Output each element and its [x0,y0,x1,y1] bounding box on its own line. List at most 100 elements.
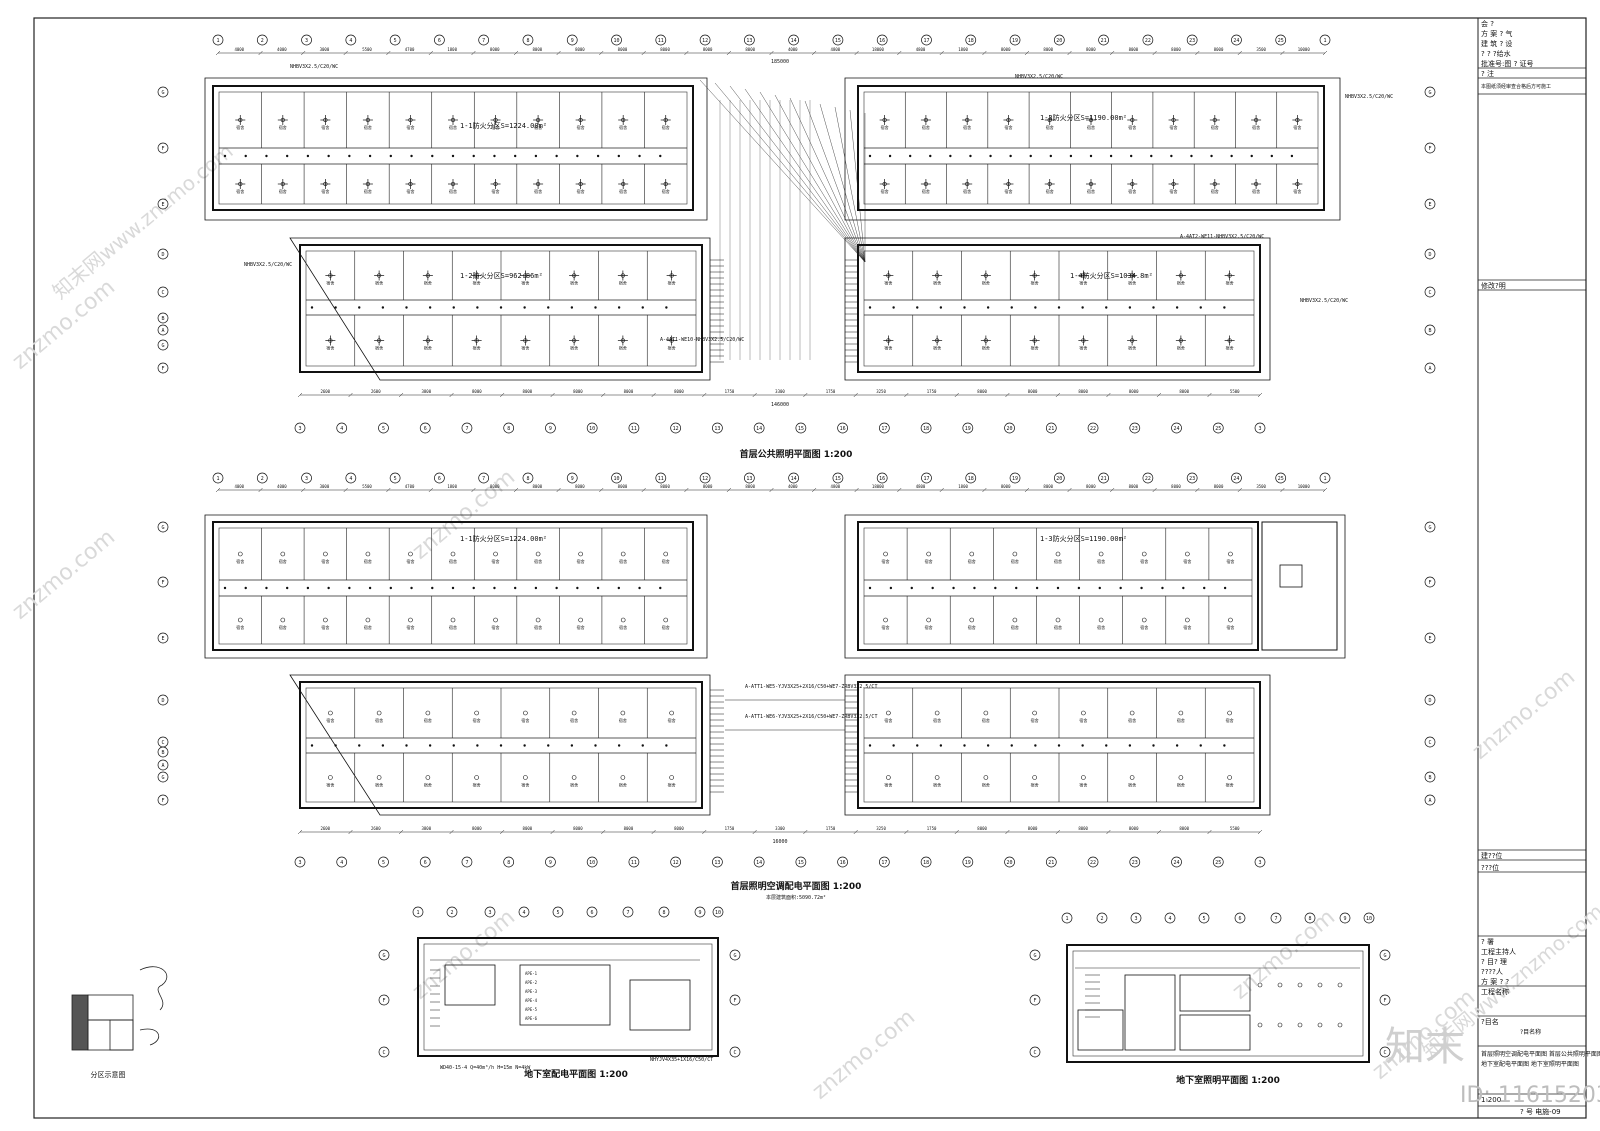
grid-axis-bubble [1061,912,1073,924]
dimension-tick [1106,392,1111,398]
light-fixture [474,273,479,278]
dimension-label: 2600 [371,389,381,394]
corridor-light [1081,306,1084,309]
room-tag: 宿舍 [521,280,529,286]
light-fixture [523,775,528,780]
room-tag: 宿舍 [1031,345,1039,351]
corridor-light [1175,306,1179,309]
dimension-tick [954,392,960,398]
light-fixture [1047,117,1052,123]
dimension-tick [803,392,808,398]
grid-axis-label: 7 [482,476,485,482]
room-tag: 宿舍 [492,124,500,130]
corridor-light [1129,154,1133,158]
dimension-tick [215,50,221,56]
title-block-field: 方 案 ? 气 [1481,29,1512,38]
grid-axis-bubble [622,906,634,918]
corridor-light [617,586,621,590]
equipment-tag: APE-3 [525,989,538,994]
grid-axis-label: 12 [673,426,679,432]
corridor-light [334,744,337,747]
corridor-light [265,154,268,158]
room-tag: 宿舍 [375,280,383,286]
grid-axis-label: D [161,252,164,258]
grid-axis-bubble [753,856,765,868]
dimension-label: 8000 [1171,47,1181,52]
elevator-shaft [1279,564,1303,588]
grid-axis-bubble [1304,912,1316,924]
grid-axis-bubble [294,422,306,434]
room-tag: 宿舍 [922,124,930,130]
dimension-label: 2600 [320,826,330,831]
dimension-label: 8000 [624,826,634,831]
grid-axis-bubble [157,312,169,324]
room-tag: 宿舍 [619,717,627,723]
grid-axis-label: G [161,343,164,349]
dimension-label: 8000 [1001,484,1011,489]
room-tag: 宿舍 [1226,280,1234,286]
dimension-tick [556,487,561,493]
grid-axis-label: 5 [382,426,385,432]
dimension-tick [752,392,757,398]
corridor-light [952,586,955,590]
dimension-tick [1152,50,1157,56]
grid-axis-bubble [1098,34,1109,46]
room-tag: 宿舍 [577,558,585,564]
wiring-run [789,97,866,263]
light-fixture [535,551,541,557]
room-tag: 宿舍 [1183,624,1191,630]
grid-axis-label: 6 [424,860,427,866]
roof-outline [204,514,708,659]
grid-axis-bubble [729,994,741,1006]
room-tag: 宿舍 [1226,624,1234,630]
light-fixture [1012,551,1018,557]
grid-axis-bubble [1379,949,1391,961]
dimension-label: 10000 [1298,484,1311,489]
dimension-label: 8000 [703,47,713,52]
grid-axis-bubble [611,472,622,484]
corridor-light [1098,586,1101,590]
corridor-light [451,586,455,590]
grid-axis-label: 8 [526,476,529,482]
dimension-tick [982,50,987,56]
grid-axis-bubble [965,472,977,484]
corridor-light [472,154,475,158]
room-tag: 宿舍 [982,280,990,286]
grid-axis-label: F [382,998,385,1004]
light-fixture [923,181,929,187]
light-fixture [523,338,528,343]
light-fixture [572,273,577,278]
room-tag: 宿舍 [375,345,383,351]
light-fixture [983,710,989,716]
light-fixture [1227,338,1232,343]
grid-axis-bubble [378,422,389,434]
grid-axis-bubble [1424,771,1436,783]
grid-axis-bubble [962,422,974,434]
room-tag: 宿舍 [1046,124,1054,130]
light-fixture [1081,338,1086,343]
dimension-label: 8000 [745,47,755,52]
plan-title-basement-power: 地下室配电平面图 1:200 [524,1068,628,1080]
dimension-label: 3000 [320,47,330,52]
grid-axis-label: 24 [1174,860,1180,866]
room-tag: 宿舍 [406,624,414,630]
dimension-label: 8000 [1129,826,1139,831]
dimension-tick [769,487,774,493]
dimension-tick [1067,50,1072,56]
grid-axis-label: 3 [1258,860,1261,866]
title-block-field: ?目名称 [1520,1028,1541,1036]
dimension-label: 3800 [421,389,431,394]
plan-title-ground-lighting-ac: 首层照明空调配电平面图 1:200 [731,880,862,892]
grid-axis-bubble [294,856,306,868]
dimension-tick [258,487,263,493]
grid-axis-label: 7 [626,910,629,916]
dimension-tick [726,487,732,493]
grid-axis-bubble [920,422,932,434]
dimension-tick [599,487,604,493]
grid-axis-label: 11 [658,476,664,482]
grid-axis-label: 5 [394,38,397,44]
room-tag: 宿舍 [1087,188,1095,194]
corridor-light [994,586,997,590]
room-tag: 宿舍 [326,280,334,286]
room-tag: 宿舍 [1031,280,1039,286]
